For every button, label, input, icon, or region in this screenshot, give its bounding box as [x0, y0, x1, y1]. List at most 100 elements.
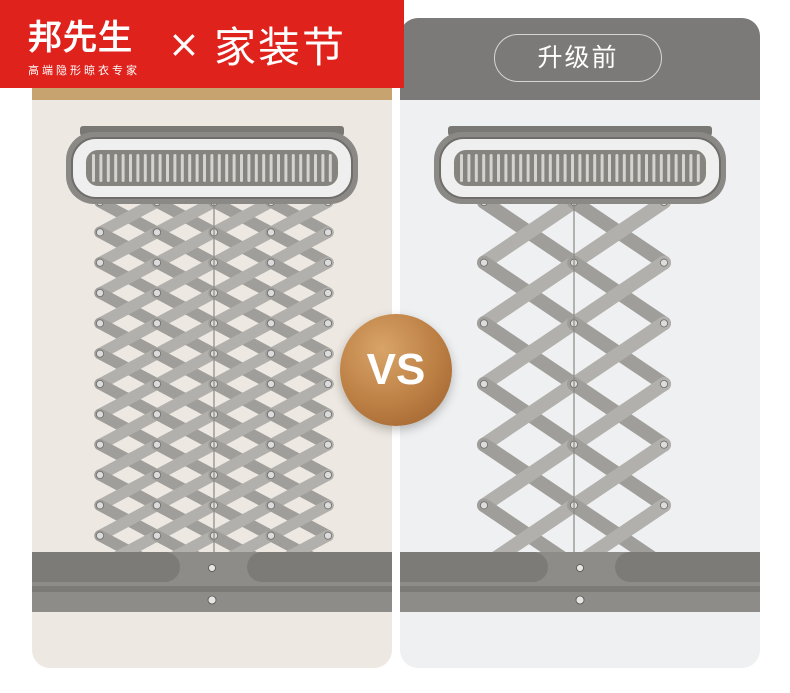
lattice-bar	[94, 317, 163, 360]
pivot-rivet	[96, 228, 105, 237]
bar-rivet	[208, 564, 216, 572]
bar-rivet	[575, 595, 585, 605]
vent-slot	[284, 154, 288, 182]
vent-slot	[210, 154, 214, 182]
vent-slot	[541, 154, 545, 182]
vent-slot	[630, 154, 634, 182]
lattice-bar	[94, 196, 163, 239]
lattice-bar	[94, 287, 163, 330]
vent-slot	[489, 154, 493, 182]
pivot-rivet	[153, 470, 162, 479]
pivot-rivet	[96, 501, 105, 510]
lattice-bar	[477, 437, 581, 513]
pivot-rivet	[659, 319, 668, 328]
vent-slot	[277, 154, 280, 182]
vent-slot	[497, 154, 500, 182]
vent-slot	[106, 154, 110, 182]
lattice-bar	[265, 378, 334, 421]
lattice-bar	[151, 469, 220, 512]
pivot-rivet	[266, 379, 275, 388]
vent-slot	[254, 154, 258, 182]
lattice-bar	[567, 377, 671, 452]
bar-rivet	[207, 595, 217, 605]
pivot-rivet	[96, 531, 105, 540]
vs-label: VS	[366, 345, 426, 394]
vent-slot	[195, 154, 199, 182]
right-top-strip	[400, 18, 760, 100]
vent-slot	[306, 154, 310, 182]
pivot-rivet	[153, 440, 162, 449]
pivot-rivet	[480, 501, 489, 510]
left-comparison-panel	[32, 18, 392, 668]
vent-slot	[526, 154, 530, 182]
pivot-rivet	[153, 288, 162, 297]
pivot-rivet	[153, 349, 162, 358]
brand-slogan: 高端隐形晾衣专家	[28, 64, 140, 77]
lattice-bar	[265, 408, 334, 451]
lattice-bar	[151, 226, 220, 269]
pivot-rivet	[266, 501, 275, 510]
vent-slot	[645, 154, 648, 182]
vent-slot	[696, 154, 700, 182]
pivot-rivet	[96, 410, 105, 419]
vent-slot	[667, 154, 671, 182]
vent-slot	[689, 154, 693, 182]
pivot-rivet	[323, 258, 332, 267]
pivot-rivet	[96, 319, 105, 328]
vent-slot	[637, 154, 641, 182]
pivot-rivet	[659, 379, 668, 388]
event-name: 家装节	[214, 23, 347, 72]
lattice-bar	[208, 317, 277, 360]
pivot-rivet	[153, 410, 162, 419]
pivot-rivet	[323, 501, 332, 510]
lattice-bar	[265, 196, 334, 239]
bar-handle-left	[32, 552, 180, 582]
wide-rack-image	[400, 126, 760, 612]
lattice-bar	[265, 287, 334, 330]
brand-name: 邦先生	[28, 18, 133, 58]
vent-slot	[482, 154, 486, 182]
before-upgrade-tag: 升级前	[494, 34, 662, 82]
vent-slot	[262, 154, 266, 182]
vent-slot	[519, 154, 523, 182]
pivot-rivet	[266, 258, 275, 267]
lattice-bar	[265, 256, 334, 299]
vent-slot	[608, 154, 611, 182]
vent-slot	[511, 154, 515, 182]
lattice-bar	[208, 256, 277, 299]
pivot-rivet	[266, 349, 275, 358]
vent-slot	[622, 154, 626, 182]
drying-bar-groove	[32, 586, 392, 592]
pivot-rivet	[480, 379, 489, 388]
vent-slot	[217, 154, 221, 182]
vent-slot	[166, 154, 169, 182]
pivot-rivet	[96, 349, 105, 358]
lattice-bar	[94, 378, 163, 421]
pivot-rivet	[96, 258, 105, 267]
pivot-rivet	[659, 501, 668, 510]
pivot-rivet	[96, 379, 105, 388]
vent-slot	[328, 154, 332, 182]
vent-slot	[474, 154, 478, 182]
vent-slot	[674, 154, 678, 182]
pivot-rivet	[266, 410, 275, 419]
lattice-bar	[477, 316, 581, 391]
vent-slot	[600, 154, 604, 182]
pivot-rivet	[323, 349, 332, 358]
lattice-bar	[265, 347, 334, 390]
lattice-bar	[151, 438, 220, 481]
lattice-bar	[265, 469, 334, 512]
pivot-rivet	[659, 258, 668, 267]
vent-slot	[593, 154, 597, 182]
compact-rack-image	[32, 126, 392, 612]
lattice-bar	[208, 408, 277, 451]
lattice-bar	[151, 196, 220, 239]
lattice-bar	[477, 195, 581, 270]
pivot-rivet	[323, 228, 332, 237]
pivot-rivet	[266, 319, 275, 328]
pivot-rivet	[266, 288, 275, 297]
pivot-rivet	[153, 531, 162, 540]
vent-slot	[188, 154, 192, 182]
lattice-bar	[151, 408, 220, 451]
lattice-bar	[265, 226, 334, 269]
